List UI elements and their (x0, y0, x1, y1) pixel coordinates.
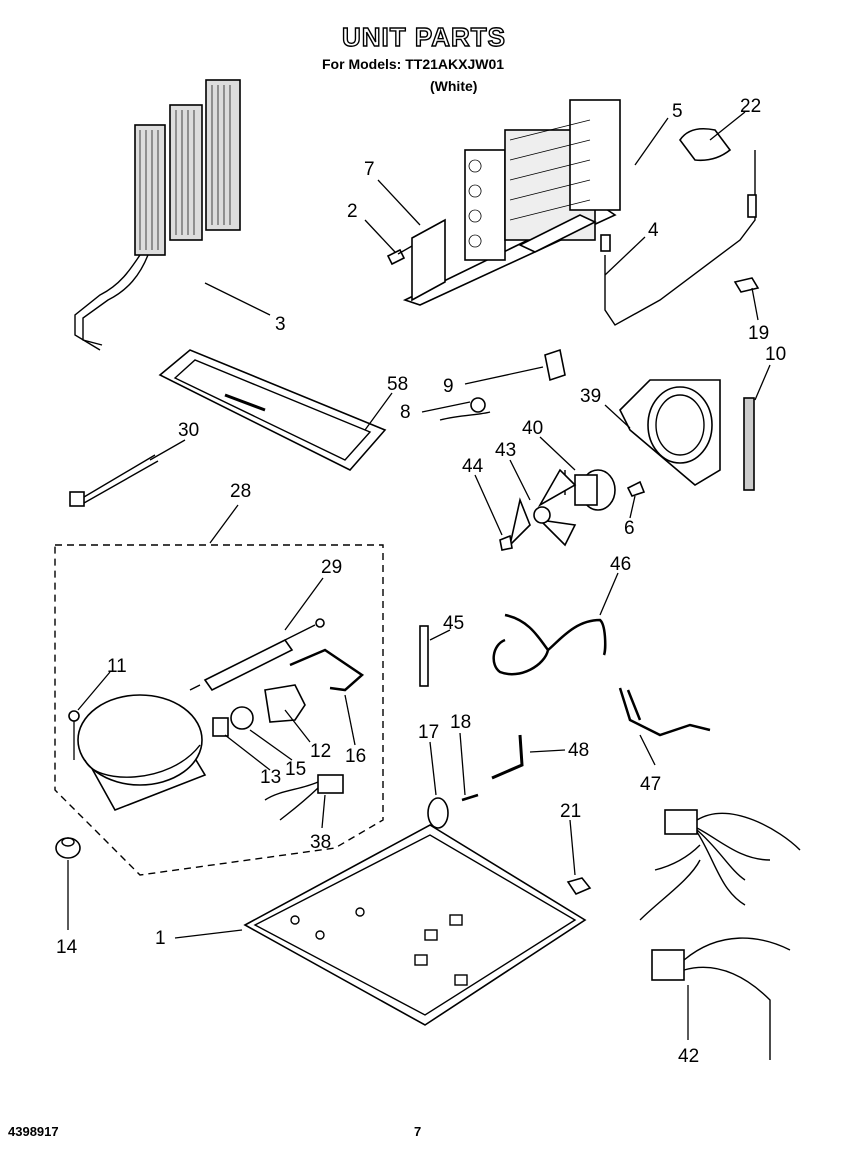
callout-15: 15 (285, 759, 306, 780)
callout-39: 39 (580, 386, 601, 407)
callout-17: 17 (418, 722, 439, 743)
doc-number: 4398917 (8, 1124, 59, 1139)
fan-motor-bushing (439, 397, 491, 421)
callout-14: 14 (56, 937, 78, 958)
page-number: 7 (414, 1124, 422, 1139)
fan-motor (564, 469, 616, 511)
models-line: For Models: TT21AKXJW01 (322, 56, 505, 72)
callout-58: 58 (387, 374, 408, 395)
overload (230, 706, 254, 730)
callout-46: 46 (610, 554, 631, 575)
wheel (427, 797, 449, 829)
callout-3: 3 (275, 314, 286, 335)
callout-18: 18 (450, 712, 471, 733)
callout-19: 19 (748, 323, 769, 344)
callout-30: 30 (178, 420, 199, 441)
callout-12: 12 (310, 741, 331, 762)
callout-4: 4 (648, 220, 659, 241)
base-pan (243, 824, 587, 1026)
callout-7: 7 (364, 159, 375, 180)
drain-pan (158, 349, 387, 471)
axle (461, 793, 479, 802)
relay (264, 684, 306, 723)
compressor (77, 694, 207, 811)
callout-10: 10 (765, 344, 786, 365)
callout-42: 42 (678, 1046, 699, 1067)
callout-43: 43 (495, 440, 516, 461)
color-line: (White) (430, 78, 478, 94)
callout-13: 13 (260, 767, 281, 788)
callout-2: 2 (347, 201, 358, 222)
callout-1: 1 (155, 928, 166, 949)
callout-38: 38 (310, 832, 331, 853)
callout-6: 6 (624, 518, 635, 539)
thermostat-cover (679, 127, 732, 162)
callout-47: 47 (640, 774, 661, 795)
page-title: UNIT PARTS (341, 21, 507, 52)
screw-2 (386, 245, 413, 266)
sensor-wire (600, 150, 760, 326)
fan-bracket (544, 348, 566, 382)
callout-22: 22 (740, 96, 761, 117)
callout-9: 9 (443, 376, 454, 397)
callout-21: 21 (560, 801, 581, 822)
nut (566, 877, 592, 895)
fan-blade (508, 468, 577, 548)
discharge-line (618, 687, 711, 737)
wire-harness (639, 809, 801, 1060)
grommet (55, 837, 81, 859)
compressor-harness (264, 774, 344, 821)
mount-bolt (68, 710, 80, 760)
callout-48: 48 (568, 740, 589, 761)
callout-44: 44 (462, 456, 484, 477)
evaporator-assembly (402, 99, 621, 306)
callout-5: 5 (672, 101, 683, 122)
gasket-strip (743, 397, 755, 491)
fan-shaft (419, 625, 429, 687)
callout-45: 45 (443, 613, 464, 634)
screw-6 (626, 480, 646, 497)
filter-drier (189, 618, 325, 692)
callout-29: 29 (321, 557, 342, 578)
terminal-cover (212, 717, 229, 737)
cable-tie (69, 454, 159, 507)
callout-labels: 3 7 2 5 22 4 19 10 58 9 8 39 40 43 44 6 … (56, 96, 786, 1067)
condenser-coil (74, 79, 241, 351)
process-tube (289, 648, 365, 692)
callout-28: 28 (230, 481, 251, 502)
callout-8: 8 (400, 402, 411, 423)
callout-11: 11 (107, 656, 127, 677)
leader-lines (67, 111, 771, 1040)
fan-clip (499, 534, 513, 551)
pivot-rod (491, 734, 524, 780)
fan-shroud (619, 379, 721, 486)
callout-40: 40 (522, 418, 543, 439)
compressor-kit-boundary (54, 544, 384, 876)
callout-16: 16 (345, 746, 366, 767)
suction-line (492, 613, 607, 676)
